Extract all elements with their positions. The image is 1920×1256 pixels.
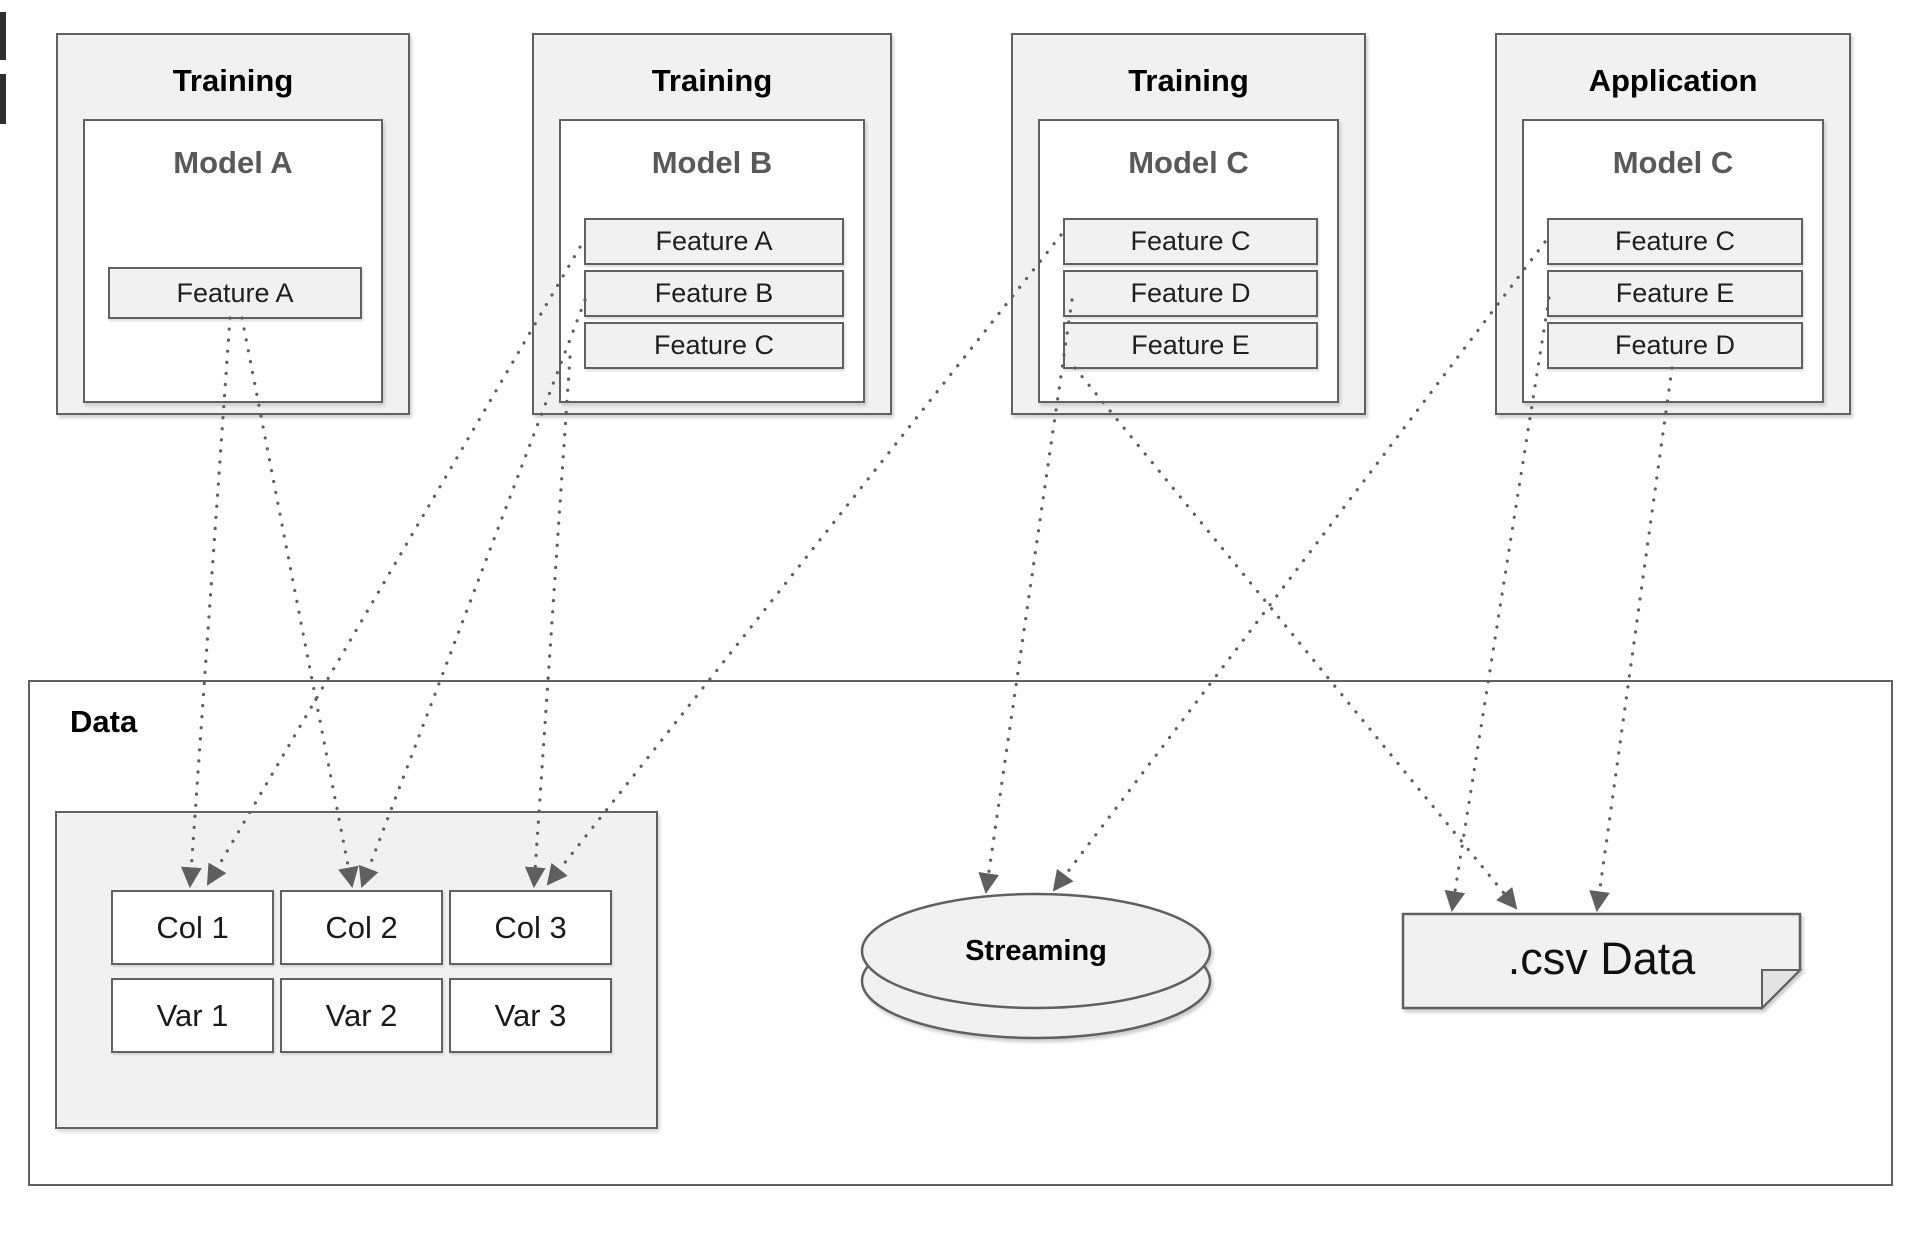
training-model-b-feature-2: Feature B bbox=[584, 270, 844, 317]
training-model-c-box: Training Model C Feature C Feature D Featu… bbox=[1011, 33, 1366, 415]
model-name-label: Model A bbox=[173, 145, 293, 180]
application-model-c-feature-2: Feature E bbox=[1547, 270, 1803, 317]
var-cell-1: Var 1 bbox=[111, 978, 274, 1053]
training-model-c-feature-3: Feature E bbox=[1063, 322, 1318, 369]
model-box-title: Application bbox=[1588, 63, 1758, 98]
training-model-b-feature-3: Feature C bbox=[584, 322, 844, 369]
col-header-1: Col 1 bbox=[111, 890, 274, 965]
col-header-2: Col 2 bbox=[280, 890, 443, 965]
training-model-a-box: Training Model A Feature A bbox=[56, 33, 410, 415]
training-model-c-feature-1: Feature C bbox=[1063, 218, 1318, 265]
screen-edge-artifact bbox=[0, 12, 6, 60]
model-box-title: Training bbox=[1128, 63, 1249, 98]
model-name-label: Model C bbox=[1612, 145, 1734, 180]
col-header-3: Col 3 bbox=[449, 890, 612, 965]
model-name-label: Model C bbox=[1128, 145, 1249, 180]
model-box-title: Training bbox=[172, 63, 294, 98]
training-model-a-feature-1: Feature A bbox=[108, 267, 362, 319]
var-cell-2: Var 2 bbox=[280, 978, 443, 1053]
model-box-title: Training bbox=[651, 63, 773, 98]
screen-edge-artifact bbox=[0, 74, 6, 124]
application-model-c-box: Application Model C Feature C Feature E Fe… bbox=[1495, 33, 1851, 415]
data-section-label: Data bbox=[70, 704, 138, 739]
training-model-b-box: Training Model B Feature A Feature B Featu… bbox=[532, 33, 892, 415]
var-cell-3: Var 3 bbox=[449, 978, 612, 1053]
application-model-c-feature-3: Feature D bbox=[1547, 322, 1803, 369]
training-model-c-feature-2: Feature D bbox=[1063, 270, 1318, 317]
training-model-b-feature-1: Feature A bbox=[584, 218, 844, 265]
application-model-c-feature-1: Feature C bbox=[1547, 218, 1803, 265]
model-name-label: Model B bbox=[651, 145, 773, 180]
model-inner-box: Model A bbox=[83, 119, 383, 403]
